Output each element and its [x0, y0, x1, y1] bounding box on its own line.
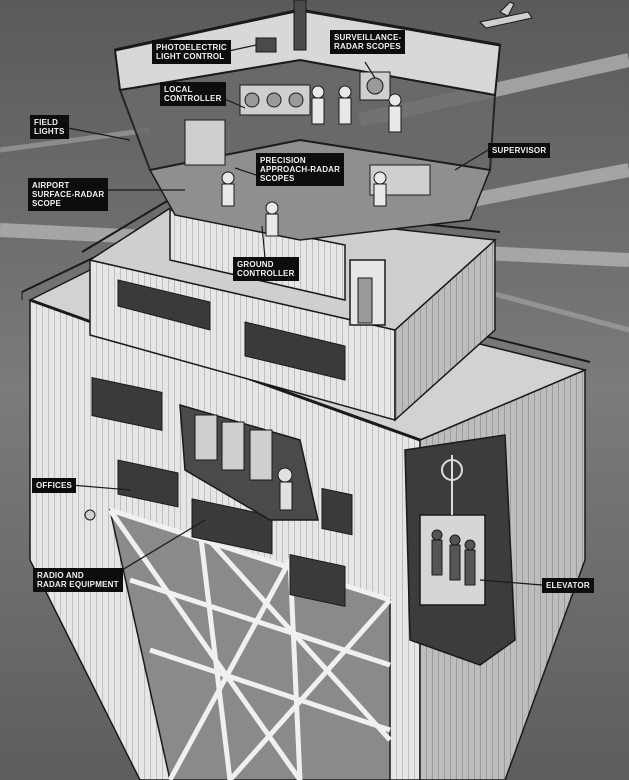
- label-line: Light Control: [156, 52, 225, 61]
- label-line: Scope: [32, 199, 62, 208]
- label-line: Radio and: [37, 571, 84, 580]
- label-line: Field: [34, 118, 59, 127]
- label-line: Offices: [36, 481, 73, 490]
- label-line: Scopes: [260, 174, 295, 183]
- label-line: Precision: [260, 156, 306, 165]
- label-line: Supervisor: [492, 146, 547, 155]
- roof-antenna-mast: [293, 0, 307, 51]
- lattice-bracing: [107, 507, 392, 780]
- label-radio-and-radar-equipment: Radio and Radar Equipment: [33, 568, 123, 592]
- label-line: Lights: [34, 127, 65, 136]
- label-line: Surveillance-: [334, 33, 402, 42]
- label-airport-surface-radar-scope: Airport Surface-Radar Scope: [28, 178, 109, 211]
- label-offices: Offices: [32, 478, 77, 493]
- airplane: [478, 1, 533, 29]
- controllers-figures: [221, 85, 402, 237]
- label-elevator: Elevator: [542, 578, 594, 593]
- label-line: Airport: [32, 181, 70, 190]
- label-line: Elevator: [546, 581, 590, 590]
- label-line: Surface-Radar: [32, 190, 105, 199]
- field-light-lamp: [84, 509, 96, 521]
- label-supervisor: Supervisor: [488, 143, 551, 158]
- label-line: Local: [164, 85, 193, 94]
- label-line: Radar Scopes: [334, 42, 401, 51]
- label-line: Controller: [164, 94, 222, 103]
- label-line: Ground: [237, 260, 274, 269]
- label-line: Approach-Radar: [260, 165, 341, 174]
- label-photoelectric-light-control: Photoelectric Light Control: [152, 40, 231, 64]
- label-ground-controller: Ground Controller: [233, 257, 299, 281]
- label-line: Photoelectric: [156, 43, 227, 52]
- tower-windows: [91, 376, 353, 607]
- label-line: Controller: [237, 269, 295, 278]
- label-precision-approach-radar-scopes: Precision Approach-Radar Scopes: [256, 153, 345, 186]
- label-surveillance-radar-scopes: Surveillance- Radar Scopes: [330, 30, 406, 54]
- label-line: Radar Equipment: [37, 580, 119, 589]
- label-local-controller: Local Controller: [160, 82, 226, 106]
- label-field-lights: Field Lights: [30, 115, 69, 139]
